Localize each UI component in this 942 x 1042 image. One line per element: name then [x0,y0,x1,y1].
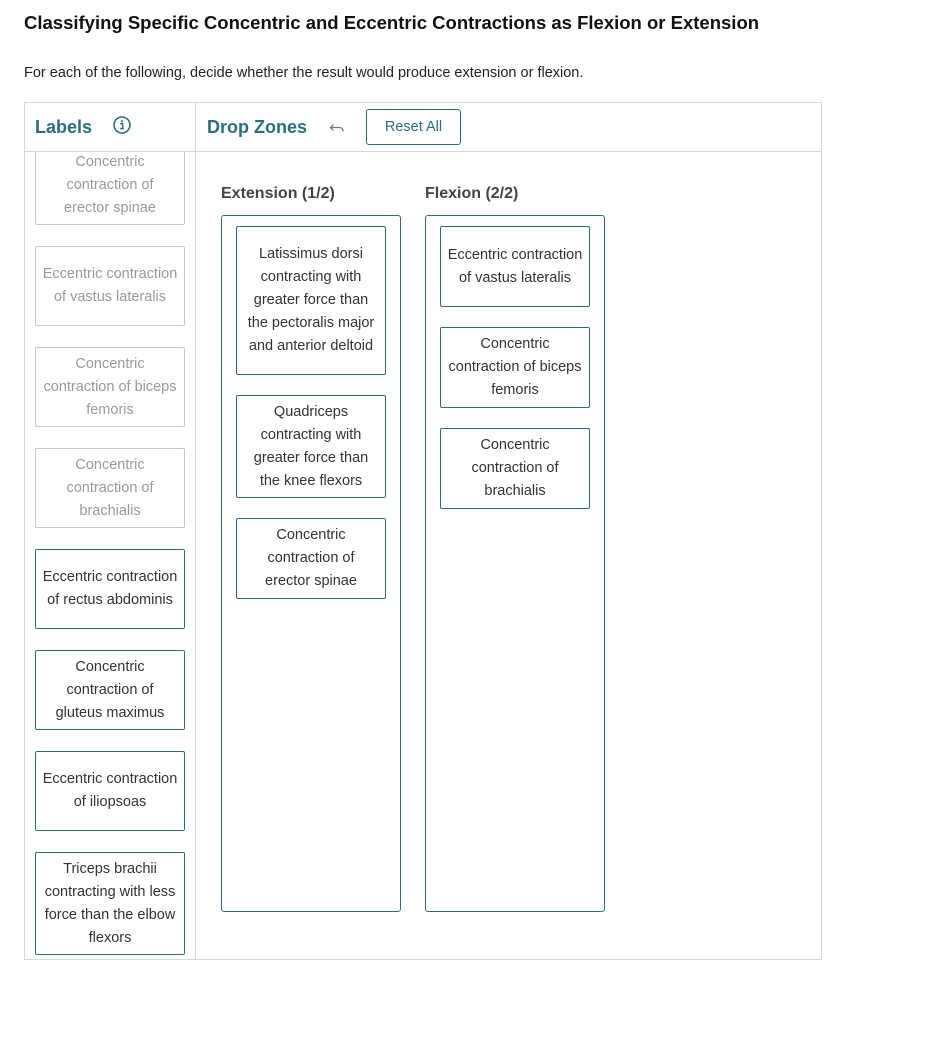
labels-heading: Labels [35,117,93,137]
placed-card[interactable]: Concentric contraction of erector spinae [236,518,386,599]
label-card[interactable]: Eccentric contraction of rectus abdomini… [35,549,185,629]
extension-drop-zone[interactable]: Latissimus dorsi contracting with greate… [221,215,401,912]
extension-zone-title: Extension (1/2) [221,185,335,202]
reset-all-button[interactable]: Reset All [366,109,461,145]
flexion-drop-zone[interactable]: Eccentric contraction of vastus laterali… [425,215,605,912]
activity-header: Labels Drop Zones Reset All [25,103,821,152]
label-card[interactable]: Eccentric contraction of iliopsoas [35,751,185,831]
label-card[interactable]: Triceps brachii contracting with less fo… [35,852,185,955]
drop-zones-heading: Drop Zones [207,117,308,137]
placed-card[interactable]: Latissimus dorsi contracting with greate… [236,226,386,375]
placed-card[interactable]: Concentric contraction of biceps femoris [440,327,590,408]
instructions-text: For each of the following, decide whethe… [24,65,584,81]
label-card[interactable]: Concentric contraction of erector spinae [35,152,185,225]
label-card[interactable]: Concentric contraction of biceps femoris [35,347,185,427]
flexion-zone-title: Flexion (2/2) [425,185,519,202]
placed-card[interactable]: Eccentric contraction of vastus laterali… [440,226,590,307]
label-card[interactable]: Concentric contraction of brachialis [35,448,185,528]
undo-icon[interactable] [329,119,345,135]
placed-card[interactable]: Quadriceps contracting with greater forc… [236,395,386,498]
info-icon[interactable] [113,116,131,134]
page-title: Classifying Specific Concentric and Ecce… [24,12,760,33]
labels-list[interactable]: Concentric contraction of erector spinae… [25,152,195,960]
drag-drop-activity: Labels Drop Zones Reset All Concentric c… [24,102,822,960]
label-card[interactable]: Concentric contraction of gluteus maximu… [35,650,185,730]
placed-card[interactable]: Concentric contraction of brachialis [440,428,590,509]
column-divider [195,103,196,959]
label-card[interactable]: Eccentric contraction of vastus laterali… [35,246,185,326]
